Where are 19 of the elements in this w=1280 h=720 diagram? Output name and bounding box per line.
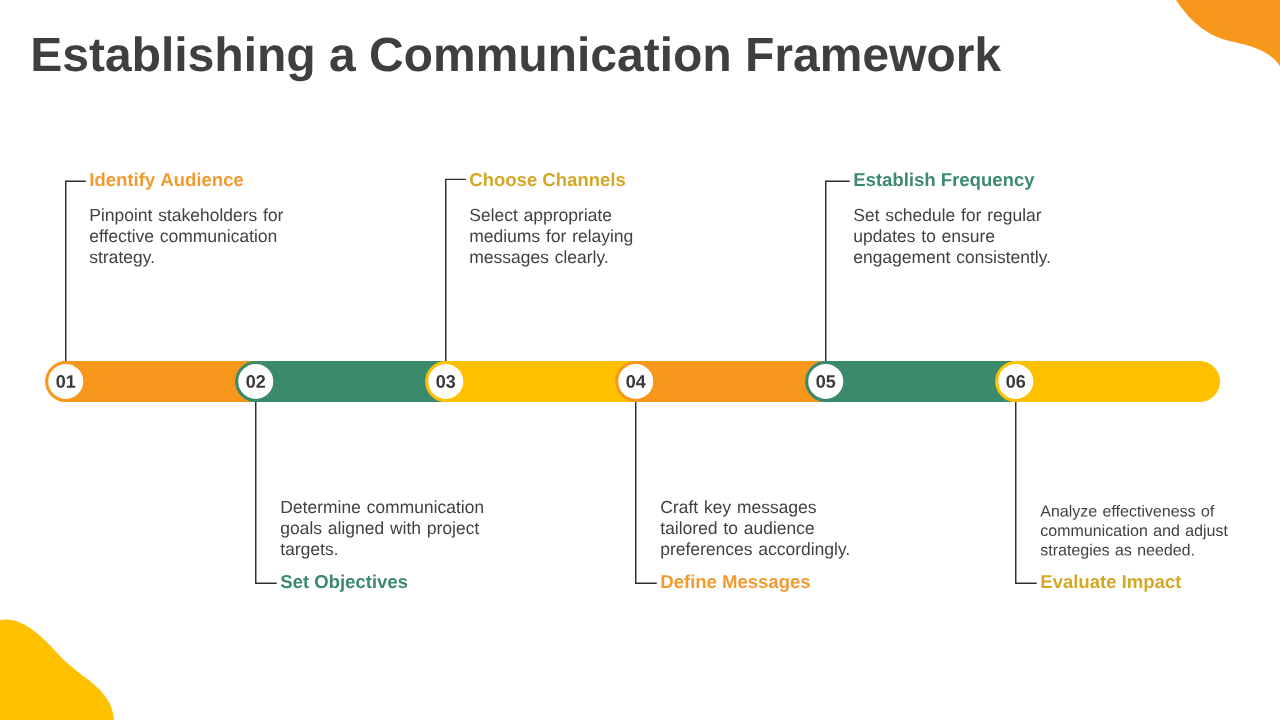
- step-heading: Choose Channels: [470, 172, 625, 187]
- leader-line: [255, 401, 278, 584]
- step-heading: Identify Audience: [90, 172, 244, 190]
- title: Establishing a Communication Framework: [33, 36, 1002, 82]
- step-heading: Evaluate Impact: [1041, 574, 1182, 592]
- step-description: Determine communication goals aligned with project targets.: [280, 500, 483, 559]
- step-description: Select appropriate mediums for relaying messages clearly.: [470, 208, 633, 267]
- step-heading: Define Messages: [661, 574, 810, 592]
- leader-line: [65, 180, 87, 362]
- step-description: Analyze effectiveness of communication and adjust strategies as needed.: [1040, 504, 1228, 559]
- leader-line: [825, 180, 851, 362]
- step-heading: Establish Frequency: [854, 172, 1035, 190]
- step-description: Set schedule for regular updates to ensure engagement consistently.: [854, 208, 1050, 267]
- leader-line: [445, 178, 467, 362]
- step-heading: Set Objectives: [280, 574, 408, 592]
- leader-line: [1015, 401, 1038, 584]
- step-description: Craft key messages tailored to audience preferences accordingly.: [660, 500, 849, 559]
- leader-line: [635, 401, 658, 584]
- step-description: Pinpoint stakeholders for effective communication strategy.: [89, 208, 284, 267]
